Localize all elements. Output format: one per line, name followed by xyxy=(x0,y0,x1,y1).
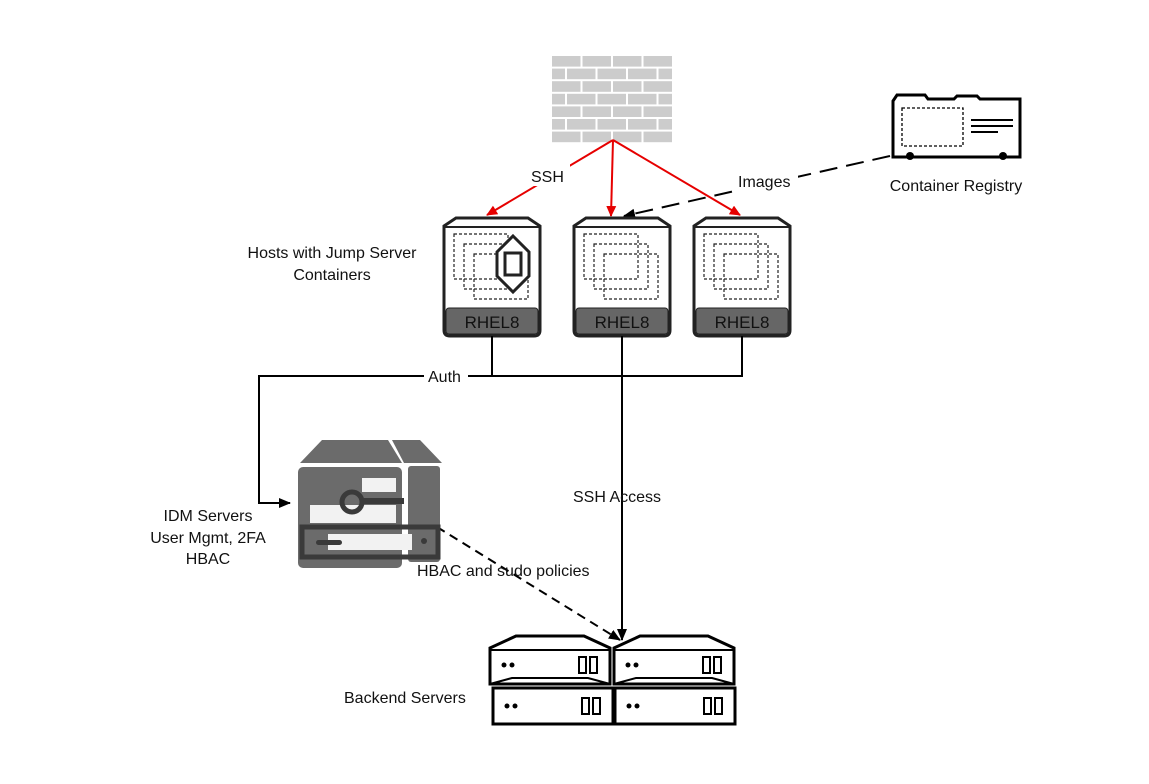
container-registry-label: Container Registry xyxy=(890,178,1023,195)
host-container-icon xyxy=(583,233,659,300)
auth-edges: Auth xyxy=(258,336,743,508)
os-label: RHEL8 xyxy=(595,313,650,332)
images-label: Images xyxy=(738,174,790,191)
jump-host-3: RHEL8 xyxy=(692,216,792,338)
backend-server-1 xyxy=(488,634,612,686)
jump-hosts-label-line-1: Hosts with Jump Server xyxy=(248,245,418,262)
idm-server-key-icon xyxy=(298,440,442,568)
firewall-icon xyxy=(552,56,672,143)
os-label: RHEL8 xyxy=(465,313,520,332)
backend-server-3 xyxy=(491,686,615,726)
auth-label: Auth xyxy=(428,369,461,386)
hbac-sudo-label: HBAC and sudo policies xyxy=(417,563,590,580)
hbac-sudo-edge: HBAC and sudo policies xyxy=(417,526,621,641)
ssh-arrow-host-2 xyxy=(606,139,617,217)
jump-hosts-label-line-2: Containers xyxy=(293,267,370,284)
backend-servers-label: Backend Servers xyxy=(344,690,466,707)
ssh-edges: SSH xyxy=(486,139,741,217)
images-edge: Images xyxy=(623,155,891,219)
backend-server-2 xyxy=(612,634,736,686)
backend-server-4 xyxy=(613,686,737,726)
ssh-label: SSH xyxy=(531,169,564,186)
os-label: RHEL8 xyxy=(715,313,770,332)
ssh-access-label: SSH Access xyxy=(573,489,661,506)
ssh-access-edge: SSH Access xyxy=(573,336,661,641)
jump-host-2: RHEL8 xyxy=(572,216,672,338)
idm-label-line-1: IDM Servers xyxy=(164,508,253,525)
idm-label-line-3: HBAC xyxy=(186,551,230,568)
idm-label-line-2: User Mgmt, 2FA xyxy=(150,530,266,547)
server-rack-icon xyxy=(488,634,737,726)
host-container-icon xyxy=(703,233,779,300)
host-with-security-container-icon xyxy=(453,233,531,300)
ssh-arrow-host-3 xyxy=(612,139,741,216)
container-registry-icon xyxy=(891,93,1022,160)
jump-host-1: RHEL8 xyxy=(442,216,542,338)
